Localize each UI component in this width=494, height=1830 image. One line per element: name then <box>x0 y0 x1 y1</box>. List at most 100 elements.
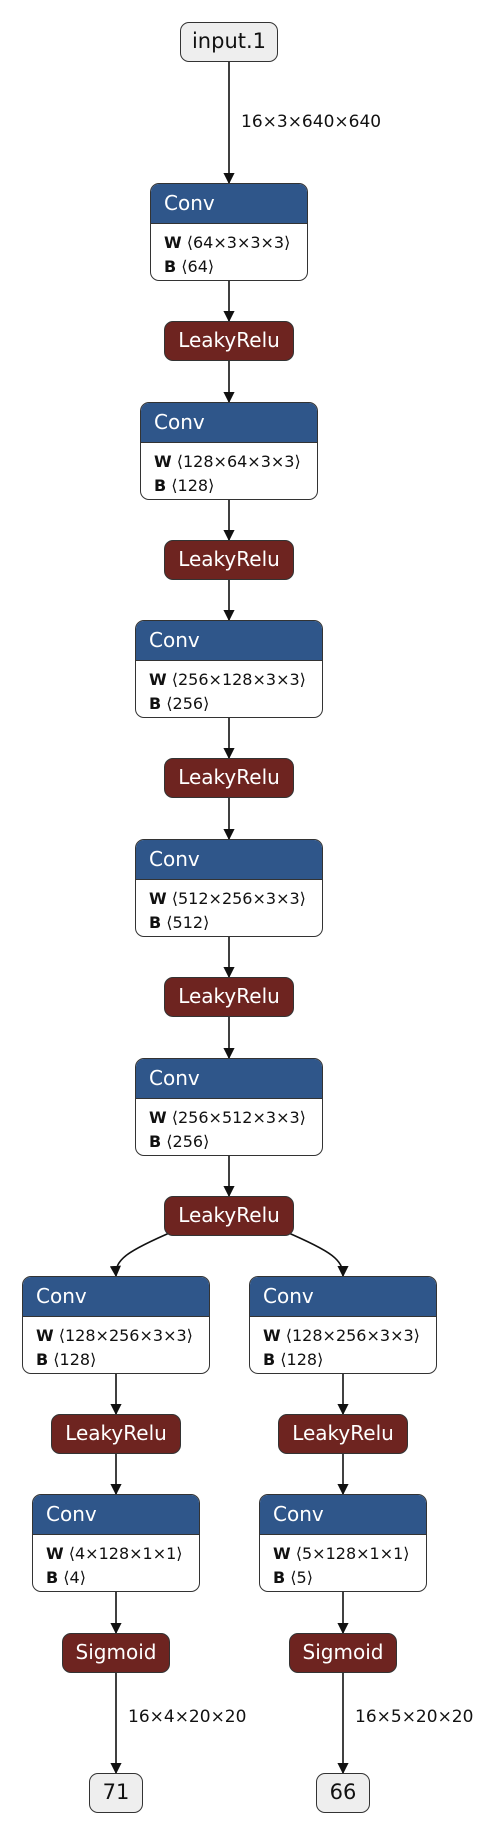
edge-label-branch-right: 16×5×20×20 <box>355 1707 474 1727</box>
conv-node-4-bias-key: B <box>149 913 162 932</box>
branch-right-conv-2-weight-key: W <box>273 1544 291 1563</box>
branch-right-conv-1-title: Conv <box>250 1277 436 1317</box>
branch-left-sigmoid: Sigmoid <box>62 1633 170 1673</box>
conv-node-3-bias-row: B ⟨256⟩ <box>149 692 309 716</box>
conv-node-2-bias-key: B <box>154 476 167 495</box>
branch-right-conv-1-weight-row: W ⟨128×256×3×3⟩ <box>263 1324 423 1348</box>
branch-left-conv-1-bias-row: B ⟨128⟩ <box>36 1348 196 1372</box>
leakyrelu-node-3: LeakyRelu <box>164 758 294 798</box>
branch-right-conv-1-weight-shape: ⟨128×256×3×3⟩ <box>285 1326 420 1345</box>
edge-split-right <box>283 1230 349 1278</box>
branch-right-conv-2-bias-key: B <box>273 1568 286 1587</box>
branch-left-conv-1-bias-shape: ⟨128⟩ <box>53 1350 97 1369</box>
branch-left-conv-2-bias-row: B ⟨4⟩ <box>46 1566 186 1590</box>
conv-node-4-weight-key: W <box>149 889 167 908</box>
conv-node-2-bias-row: B ⟨128⟩ <box>154 474 304 498</box>
conv-node-2-weight-row: W ⟨128×64×3×3⟩ <box>154 450 304 474</box>
output-node-right: 66 <box>316 1773 370 1813</box>
branch-left-conv-2-weight-key: W <box>46 1544 64 1563</box>
branch-left-conv-2-bias-shape: ⟨4⟩ <box>63 1568 86 1587</box>
edge-label-input: 16×3×640×640 <box>241 112 382 132</box>
branch-right-conv-2-bias-shape: ⟨5⟩ <box>290 1568 313 1587</box>
conv-node-5-title: Conv <box>136 1059 322 1099</box>
conv-node-5-weight-row: W ⟨256×512×3×3⟩ <box>149 1106 309 1130</box>
conv-node-2-weight-shape: ⟨128×64×3×3⟩ <box>176 452 301 471</box>
branch-right-conv-1-bias-row: B ⟨128⟩ <box>263 1348 423 1372</box>
branch-right-conv-2-bias-row: B ⟨5⟩ <box>273 1566 413 1590</box>
branch-right-conv-1-attributes: W ⟨128×256×3×3⟩B ⟨128⟩ <box>250 1317 436 1372</box>
edge-split-left <box>109 1230 175 1278</box>
conv-node-1-bias-shape: ⟨64⟩ <box>181 257 215 276</box>
conv-node-4-attributes: W ⟨512×256×3×3⟩B ⟨512⟩ <box>136 880 322 935</box>
leakyrelu-node-4: LeakyRelu <box>164 977 294 1017</box>
conv-node-1-bias-row: B ⟨64⟩ <box>164 255 294 279</box>
branch-right-conv-2-weight-row: W ⟨5×128×1×1⟩ <box>273 1542 413 1566</box>
branch-left-conv-1-attributes: W ⟨128×256×3×3⟩B ⟨128⟩ <box>23 1317 209 1372</box>
conv-node-1-weight-key: W <box>164 233 182 252</box>
branch-right-leakyrelu: LeakyRelu <box>278 1414 408 1454</box>
branch-right-conv-1-bias-key: B <box>263 1350 276 1369</box>
conv-node-4-weight-shape: ⟨512×256×3×3⟩ <box>171 889 306 908</box>
leakyrelu-node-1: LeakyRelu <box>164 321 294 361</box>
branch-right-conv-2-weight-shape: ⟨5×128×1×1⟩ <box>295 1544 410 1563</box>
edge-label-branch-left: 16×4×20×20 <box>128 1707 247 1727</box>
conv-node-2-weight-key: W <box>154 452 172 471</box>
branch-left-conv-1-bias-key: B <box>36 1350 49 1369</box>
branch-left-conv-1-weight-row: W ⟨128×256×3×3⟩ <box>36 1324 196 1348</box>
branch-left-conv-2-weight-shape: ⟨4×128×1×1⟩ <box>68 1544 183 1563</box>
leakyrelu-node-2: LeakyRelu <box>164 540 294 580</box>
conv-node-3-weight-shape: ⟨256×128×3×3⟩ <box>171 670 306 689</box>
branch-left-leakyrelu: LeakyRelu <box>51 1414 181 1454</box>
conv-node-3-bias-shape: ⟨256⟩ <box>166 694 210 713</box>
input-node: input.1 <box>180 22 278 62</box>
conv-node-5-attributes: W ⟨256×512×3×3⟩B ⟨256⟩ <box>136 1099 322 1154</box>
conv-node-3-attributes: W ⟨256×128×3×3⟩B ⟨256⟩ <box>136 661 322 716</box>
conv-node-4-weight-row: W ⟨512×256×3×3⟩ <box>149 887 309 911</box>
conv-node-3-weight-row: W ⟨256×128×3×3⟩ <box>149 668 309 692</box>
conv-node-5-bias-shape: ⟨256⟩ <box>166 1132 210 1151</box>
branch-right-conv-1-bias-shape: ⟨128⟩ <box>280 1350 324 1369</box>
conv-node-1-bias-key: B <box>164 257 177 276</box>
conv-node-5-bias-key: B <box>149 1132 162 1151</box>
conv-node-3-weight-key: W <box>149 670 167 689</box>
conv-node-5-bias-row: B ⟨256⟩ <box>149 1130 309 1154</box>
conv-node-2-attributes: W ⟨128×64×3×3⟩B ⟨128⟩ <box>141 443 317 498</box>
conv-node-4-bias-row: B ⟨512⟩ <box>149 911 309 935</box>
output-node-left: 71 <box>89 1773 143 1813</box>
conv-node-4-bias-shape: ⟨512⟩ <box>166 913 210 932</box>
branch-left-conv-2-attributes: W ⟨4×128×1×1⟩B ⟨4⟩ <box>33 1535 199 1590</box>
conv-node-3-bias-key: B <box>149 694 162 713</box>
branch-left-conv-2-weight-row: W ⟨4×128×1×1⟩ <box>46 1542 186 1566</box>
branch-right-conv-2-attributes: W ⟨5×128×1×1⟩B ⟨5⟩ <box>260 1535 426 1590</box>
conv-node-1-weight-row: W ⟨64×3×3×3⟩ <box>164 231 294 255</box>
leakyrelu-node-5: LeakyRelu <box>164 1196 294 1236</box>
conv-node-4-title: Conv <box>136 840 322 880</box>
branch-left-conv-2-title: Conv <box>33 1495 199 1535</box>
branch-left-conv-2-bias-key: B <box>46 1568 59 1587</box>
conv-node-1-title: Conv <box>151 184 307 224</box>
conv-node-5-weight-key: W <box>149 1108 167 1127</box>
branch-left-conv-1-weight-key: W <box>36 1326 54 1345</box>
branch-right-sigmoid: Sigmoid <box>289 1633 397 1673</box>
conv-node-3-title: Conv <box>136 621 322 661</box>
conv-node-5-weight-shape: ⟨256×512×3×3⟩ <box>171 1108 306 1127</box>
branch-left-conv-1-title: Conv <box>23 1277 209 1317</box>
branch-left-conv-1-weight-shape: ⟨128×256×3×3⟩ <box>58 1326 193 1345</box>
conv-node-2-bias-shape: ⟨128⟩ <box>171 476 215 495</box>
conv-node-2-title: Conv <box>141 403 317 443</box>
branch-right-conv-1-weight-key: W <box>263 1326 281 1345</box>
branch-right-conv-2-title: Conv <box>260 1495 426 1535</box>
conv-node-1-weight-shape: ⟨64×3×3×3⟩ <box>186 233 291 252</box>
conv-node-1-attributes: W ⟨64×3×3×3⟩B ⟨64⟩ <box>151 224 307 279</box>
